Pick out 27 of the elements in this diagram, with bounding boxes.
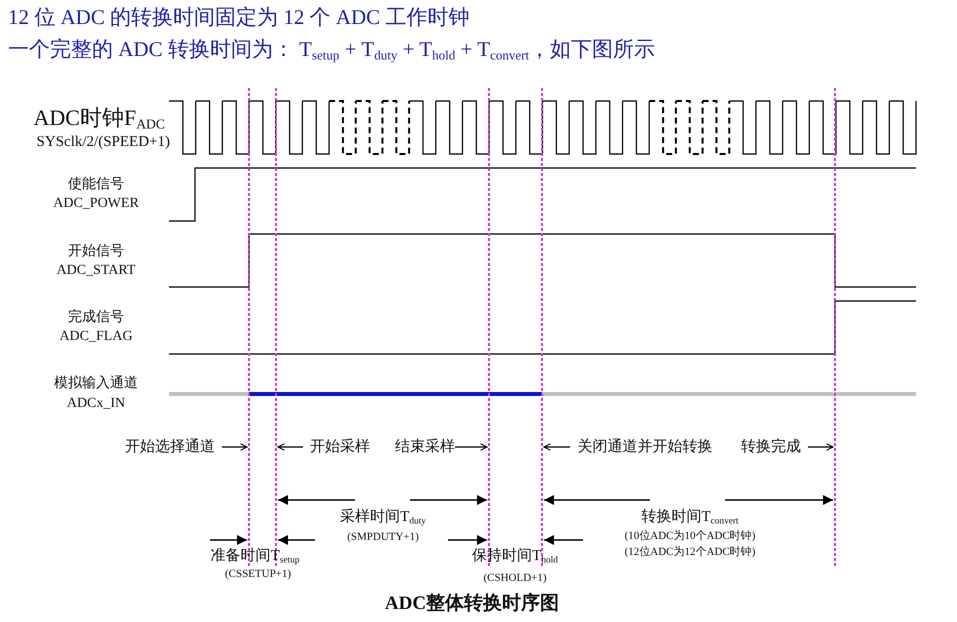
heading-text: 一个完整的 ADC 转换时间为： T$_{setup}$ + T$_{duty}$ + T$_{hold}$ + T$_{convert}$，如下图所示 [8,38,656,63]
signal-label: 模拟输入通道 [54,376,138,392]
heading-text: 12 位 ADC 的转换时间固定为 12 个 ADC 工作时钟 [8,6,470,30]
signal-label: 使能信号 [68,177,124,192]
annotation-text: 开始选择通道 [125,439,215,456]
signal-label: ADC_START [56,263,136,278]
duration-label: 准备时间T$_{setup}$ [210,548,300,566]
duration-note: (CSHOLD+1) [483,572,547,584]
duration-label: 采样时间T$_{duty}$ [340,509,426,527]
annotation-text: 开始采样 [310,439,370,456]
duration-note: (SMPDUTY+1) [347,531,419,544]
signal-label: ADC_FLAG [59,329,133,344]
caption-text: ADC整体转换时序图 [384,594,560,615]
signal-label: ADCx_IN [66,396,126,412]
signal-label: ADC时钟F$_{ADC}$ [34,106,165,132]
duration-note: (12位ADC为12个ADC时钟) [624,546,756,558]
annotation-text: 结束采样 [395,439,455,456]
annotation-text: 转换完成 [741,439,801,456]
signal-label: ADC_POWER [53,196,139,212]
duration-label: 保持时间T$_{hold}$ [472,548,558,566]
annotation-text: 关闭通道并开始转换 [578,439,712,456]
signal-label: 开始信号 [68,244,124,260]
duration-note: (CSSETUP+1) [224,568,292,580]
duration-label: 转换时间T$_{convert}$ [641,509,739,527]
signal-label: SYSclk/2/(SPEED+1) [36,134,170,150]
duration-note: (10位ADC为10个ADC时钟) [624,530,756,542]
signal-label: 完成信号 [68,310,124,326]
